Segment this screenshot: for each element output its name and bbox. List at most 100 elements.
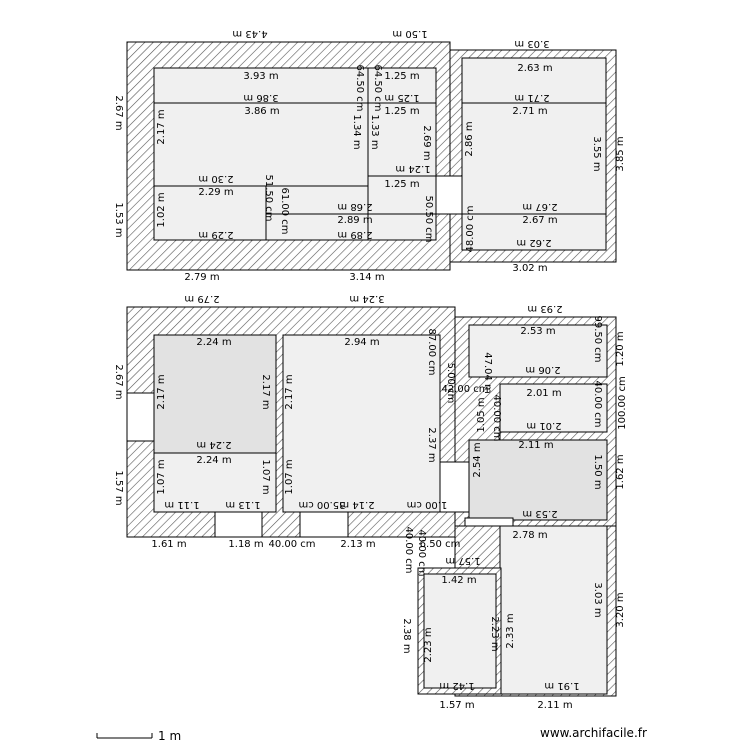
dimension-label: 35.00 cm <box>298 499 345 510</box>
dimension-label: 2.63 m <box>517 63 552 74</box>
dimension-label: 3.14 m <box>349 272 384 283</box>
room-small-top-middle <box>367 67 437 177</box>
dimension-labels: 4.43 m 1.50 m 3.03 m 3.93 m 1.25 m 2.63 m 3.86… <box>113 28 628 711</box>
room-right-top <box>468 324 608 378</box>
dimension-label: 2.17 m <box>156 109 167 144</box>
dimension-label: 1.34 m <box>351 114 362 149</box>
dimension-label: 2.24 m <box>196 439 231 450</box>
dimension-label: 2.17 m <box>260 374 271 409</box>
room-bottom-middle <box>265 185 369 241</box>
dimension-label: 99.50 cm <box>592 315 603 362</box>
scale-label: 1 m <box>158 729 182 743</box>
dimension-label: 2.67 m <box>522 215 557 226</box>
room-lower-left-bottom <box>153 452 277 513</box>
dimension-label: 50.50 cm <box>423 195 434 242</box>
dimension-label: 2.94 m <box>344 337 379 348</box>
door-opening-lower <box>464 517 514 527</box>
room-right-upper <box>461 57 607 251</box>
dimension-label: 3.86 m <box>243 92 278 103</box>
dimension-label: 2.71 m <box>512 106 547 117</box>
dimension-label: 42.00 cm <box>441 384 488 395</box>
dimension-label: 1.05 m <box>476 397 487 432</box>
dimension-label: 2.01 m <box>526 388 561 399</box>
dimension-label: 1.57 m <box>445 555 480 566</box>
dimension-label: 2.86 m <box>464 121 475 156</box>
dimension-label: 1.07 m <box>284 459 295 494</box>
dimension-label: 2.23 m <box>423 627 434 662</box>
dimension-label: 1.13 m <box>225 499 260 510</box>
dimension-label: 3.02 m <box>512 263 547 274</box>
dimension-label: 5.00 cm <box>445 363 456 404</box>
dimension-label: 1.25 m <box>384 179 419 190</box>
dimension-label: 87.00 cm <box>426 328 437 375</box>
dimension-label: 2.79 m <box>184 272 219 283</box>
dimension-label: 1.42 m <box>441 575 476 586</box>
dimension-label: 2.29 m <box>198 229 233 240</box>
upper-building <box>126 41 617 271</box>
dimension-label: 3.24 m <box>349 293 384 304</box>
dimension-label: 2.68 m <box>337 201 372 212</box>
dimension-label: 2.01 m <box>526 420 561 431</box>
dimension-label: 2.53 m <box>520 326 555 337</box>
room-right-bottom <box>499 525 608 695</box>
dimension-label: 4.43 m <box>232 28 267 39</box>
dimension-label: 3.20 m <box>615 592 626 627</box>
lower-building <box>126 306 617 697</box>
dimension-label: 2.54 m <box>472 442 483 477</box>
dimension-label: 2.79 m <box>184 293 219 304</box>
dimension-label: 2.33 m <box>505 613 516 648</box>
room-lower-left-top <box>153 334 277 454</box>
window-opening <box>126 392 155 442</box>
room-corridor <box>367 175 437 241</box>
scale-bar <box>96 733 153 739</box>
dimension-label: 1.62 m <box>615 454 626 489</box>
dimension-label: 3.93 m <box>243 71 278 82</box>
dimension-label: 2.69 m <box>421 125 432 160</box>
dimension-label: 2.30 m <box>198 173 233 184</box>
dimension-label: 1.33 m <box>369 114 380 149</box>
dimension-label: 2.06 m <box>525 364 560 375</box>
dimension-label: 2.24 m <box>196 455 231 466</box>
dimension-label: 1.24 m <box>395 163 430 174</box>
dimension-label: 2.53 m <box>522 508 557 519</box>
dimension-label: 1.07 m <box>260 459 271 494</box>
dimension-label: 1.42 m <box>439 680 474 691</box>
dimension-label: 2.62 m <box>516 237 551 248</box>
dimension-label: 1.50 m <box>592 454 603 489</box>
dimension-label: 2.29 m <box>198 187 233 198</box>
dimension-label: 1.25 m <box>384 106 419 117</box>
dimension-label: 2.11 m <box>518 440 553 451</box>
dimension-label: 2.14 m <box>339 499 374 510</box>
dimension-label: 1.00 cm <box>407 499 448 510</box>
dimension-label: 1.25 m <box>384 71 419 82</box>
dimension-label: 1.18 m <box>228 539 263 550</box>
dimension-label: 64.50 cm <box>372 64 383 111</box>
dimension-label: 40.00 cm <box>491 394 502 441</box>
dimension-label: 1.50 m <box>392 28 427 39</box>
room-small-bottom-left <box>153 185 267 241</box>
dimension-label: 2.13 m <box>340 539 375 550</box>
dimension-label: 3.85 m <box>615 136 626 171</box>
dimension-label: 2.71 m <box>514 92 549 103</box>
dimension-label: 3.03 m <box>514 38 549 49</box>
dimension-label: 2.89 m <box>337 215 372 226</box>
dimension-label: 64.50 cm <box>354 64 365 111</box>
room-large-top-left <box>153 67 369 187</box>
dimension-label: 2.17 m <box>284 374 295 409</box>
dimension-label: 47.04 m <box>482 352 493 394</box>
dimension-label: 61.00 cm <box>279 187 290 234</box>
room-right-closet <box>499 383 608 433</box>
dimension-label: 100.00 cm <box>617 376 628 429</box>
dimension-label: 1.25 m <box>384 92 419 103</box>
credit-text: www.archifacile.fr <box>540 726 647 740</box>
dimension-label: 3.86 m <box>244 106 279 117</box>
dimension-label: 2.67 m <box>113 364 124 399</box>
dimension-label: 1.11 m <box>164 499 199 510</box>
window-opening <box>299 511 349 538</box>
dimension-label: 6.50 cm <box>420 539 461 550</box>
room-annex-left-inner <box>423 573 497 689</box>
dimension-label: 2.37 m <box>426 427 437 462</box>
dimension-label: 1.20 m <box>615 331 626 366</box>
dimension-label: 40.00 cm <box>403 526 414 573</box>
